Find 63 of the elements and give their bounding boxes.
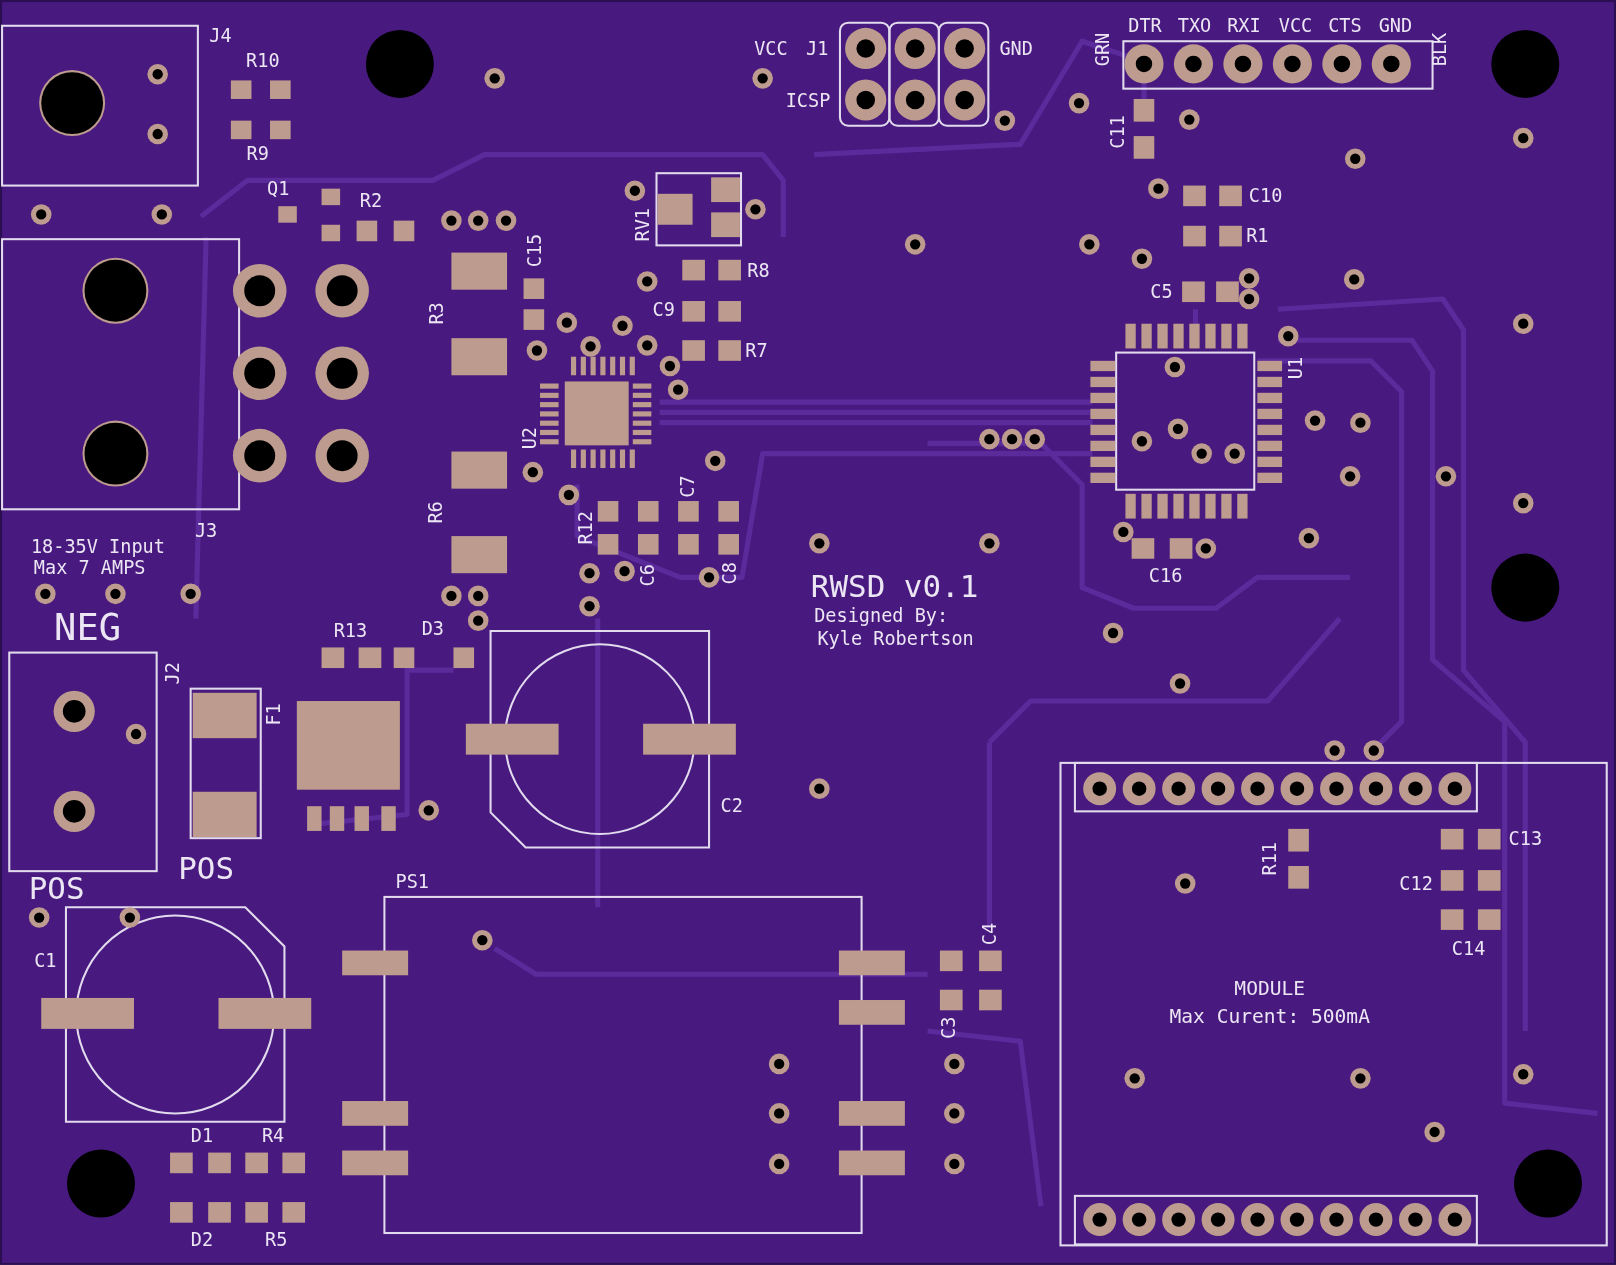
silkscreen-label: C5 bbox=[1150, 282, 1173, 302]
silkscreen-label: U2 bbox=[520, 426, 539, 450]
silkscreen-label: C10 bbox=[1248, 186, 1283, 206]
silkscreen-label: R1 bbox=[1246, 226, 1269, 246]
silkscreen-label: R10 bbox=[246, 51, 280, 71]
silkscreen-label: RV1 bbox=[633, 208, 653, 242]
silkscreen-label: ICSP bbox=[785, 91, 831, 111]
silkscreen-label: J1 bbox=[806, 39, 829, 58]
silkscreen-label: R11 bbox=[1260, 842, 1279, 876]
silkscreen-label: C9 bbox=[652, 301, 675, 320]
current-rating-note: Max Curent: 500mA bbox=[1169, 1006, 1370, 1027]
silkscreen-label: NEG bbox=[54, 609, 122, 647]
silkscreen-label: D1 bbox=[190, 1126, 214, 1146]
silkscreen-label: R7 bbox=[745, 341, 768, 360]
silkscreen-label: R3 bbox=[427, 302, 447, 325]
input-rating-note: 18-35V Input bbox=[30, 537, 165, 556]
silkscreen-label: R13 bbox=[333, 621, 368, 641]
silkscreen-label: C8 bbox=[720, 562, 739, 585]
silkscreen-label: VCC bbox=[754, 39, 788, 58]
silkscreen-label: POS bbox=[178, 853, 235, 885]
silkscreen-label: TXO bbox=[1177, 16, 1212, 36]
silkscreen-label: DTR bbox=[1128, 16, 1162, 36]
silkscreen-label: GND bbox=[1378, 16, 1413, 36]
silkscreen-label: C4 bbox=[980, 922, 999, 946]
silkscreen-label: C11 bbox=[1108, 115, 1128, 149]
silkscreen-label: D2 bbox=[190, 1230, 214, 1250]
silkscreen-label: C12 bbox=[1399, 874, 1433, 893]
silkscreen-label: C6 bbox=[639, 564, 658, 587]
silkscreen-label: J4 bbox=[209, 26, 232, 46]
silkscreen-label: GND bbox=[999, 39, 1033, 58]
board-title: RWSD v0.1 bbox=[810, 571, 979, 603]
silkscreen-label: VCC bbox=[1278, 16, 1313, 36]
designer-name: Kyle Robertson bbox=[817, 629, 974, 649]
silkscreen-label: PS1 bbox=[395, 872, 429, 891]
silkscreen-label: J2 bbox=[163, 662, 183, 685]
silkscreen-label: C3 bbox=[939, 1016, 959, 1040]
silkscreen-label: U1 bbox=[1286, 356, 1305, 380]
silkscreen-label: RXI bbox=[1227, 16, 1261, 36]
current-rating-note: Max 7 AMPS bbox=[33, 558, 146, 578]
designer-note: Designed By: bbox=[814, 606, 949, 625]
silkscreen-label: R6 bbox=[426, 501, 446, 524]
silkscreen-label: C14 bbox=[1451, 939, 1486, 958]
silkscreen-label: R2 bbox=[359, 191, 383, 211]
silkscreen-label: C15 bbox=[525, 233, 545, 268]
silkscreen-label: D3 bbox=[421, 619, 445, 639]
silkscreen-label: R8 bbox=[747, 261, 770, 281]
silkscreen-label: POS bbox=[28, 873, 85, 905]
silkscreen-label: C2 bbox=[720, 796, 743, 816]
silkscreen-label: BLK bbox=[1430, 32, 1450, 67]
silkscreen-label: C13 bbox=[1508, 829, 1543, 849]
silkscreen-label: GRN bbox=[1093, 32, 1113, 67]
silkscreen-label: Q1 bbox=[267, 179, 290, 198]
silkscreen-label: C7 bbox=[678, 475, 697, 498]
silkscreen-label: R9 bbox=[246, 144, 269, 163]
module-label: MODULE bbox=[1234, 978, 1306, 999]
silkscreen-label: J3 bbox=[194, 521, 218, 541]
silkscreen-label: F1 bbox=[264, 703, 284, 726]
silkscreen-label: R5 bbox=[265, 1230, 288, 1250]
silkscreen-label: R4 bbox=[261, 1126, 285, 1146]
silkscreen-label: R12 bbox=[576, 511, 595, 545]
silkscreen-label: C16 bbox=[1148, 567, 1183, 586]
silkscreen-label: CTS bbox=[1328, 16, 1362, 36]
silkscreen-label: C1 bbox=[34, 951, 57, 971]
